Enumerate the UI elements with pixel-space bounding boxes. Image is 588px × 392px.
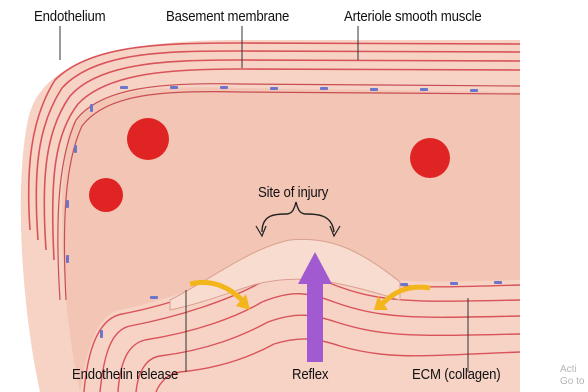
overlay-text-line1: Acti <box>560 364 577 376</box>
label-endothelin-release: Endothelin release <box>72 366 178 383</box>
label-endothelium: Endothelium <box>34 8 105 25</box>
red-blood-cell-icon <box>127 118 169 160</box>
label-arteriole-smooth-muscle: Arteriole smooth muscle <box>344 8 482 25</box>
red-blood-cell-icon <box>89 178 123 212</box>
label-ecm: ECM (collagen) <box>412 366 501 383</box>
label-reflex: Reflex <box>292 366 328 383</box>
overlay-text-line2: Go to <box>560 376 584 388</box>
label-basement-membrane: Basement membrane <box>166 8 289 25</box>
label-site-of-injury: Site of injury <box>258 184 328 201</box>
red-blood-cell-icon <box>410 138 450 178</box>
